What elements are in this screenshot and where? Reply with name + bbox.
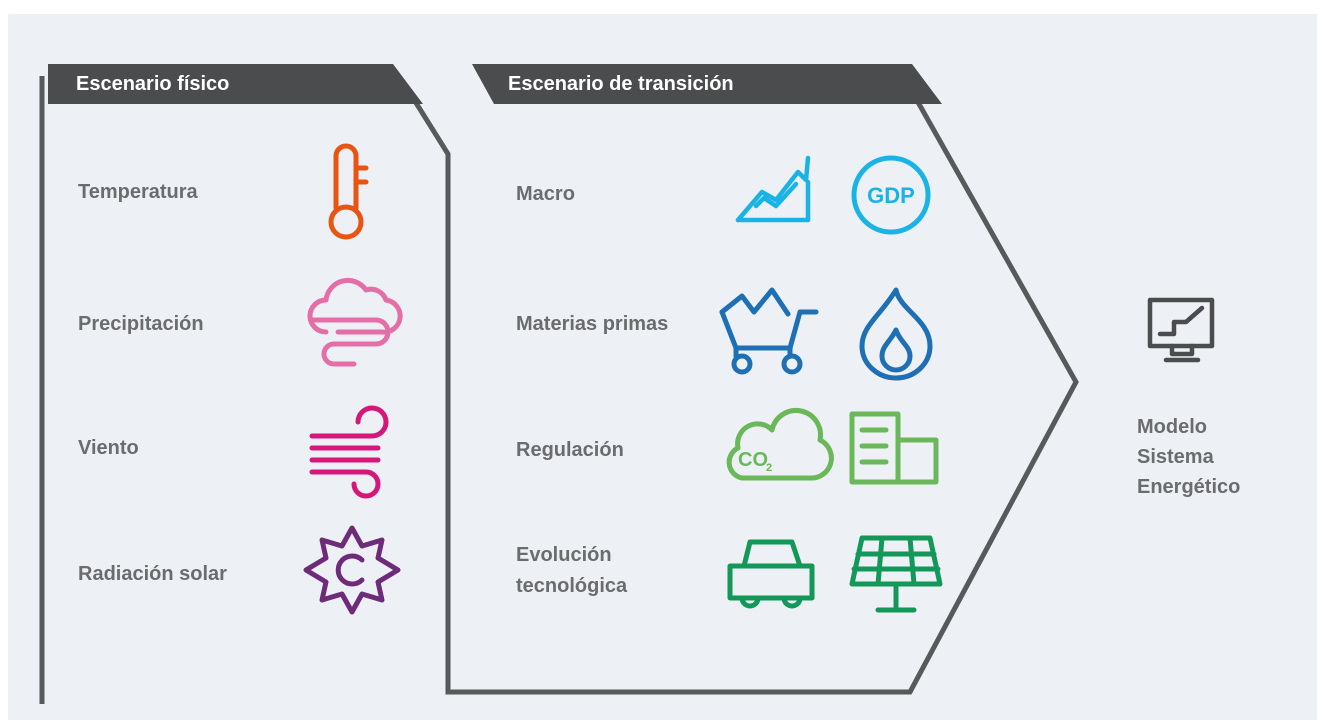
electric-car-icon	[722, 536, 820, 616]
label-temperatura: Temperatura	[78, 181, 198, 203]
growth-chart-icon	[732, 154, 812, 224]
label-radiacion-solar: Radiación solar	[78, 563, 227, 585]
gdp-icon-text: GDP	[867, 183, 915, 208]
diagram-canvas: Escenario físico Escenario de transición…	[8, 14, 1317, 720]
label-macro: Macro	[516, 183, 575, 205]
model-label-line-3: Energético	[1137, 476, 1241, 498]
transition-scenario-header: Escenario de transición	[472, 64, 942, 104]
model-label: Modelo Sistema Energético	[1137, 412, 1297, 502]
computer-model-icon	[1146, 296, 1218, 364]
model-label-line-2: Sistema	[1137, 446, 1214, 468]
label-evolucion-tecnologica: Evolución tecnológica	[516, 540, 627, 602]
sun-icon	[300, 524, 404, 616]
co2-icon-text: CO	[738, 449, 768, 471]
thermometer-icon	[318, 143, 378, 240]
building-icon	[848, 410, 940, 486]
gas-flame-icon	[856, 286, 936, 381]
gdp-icon: GDP	[850, 154, 932, 236]
co2-cloud-icon: CO 2	[718, 408, 834, 482]
model-label-line-1: Modelo	[1137, 416, 1207, 438]
label-precipitacion: Precipitación	[78, 313, 204, 335]
physical-scenario-header: Escenario físico	[48, 64, 423, 104]
mining-cart-icon	[718, 284, 822, 380]
transition-chevron-border	[445, 86, 1079, 695]
label-evolucion-line-1: Evolución	[516, 544, 612, 566]
rain-cloud-icon	[304, 268, 403, 370]
wind-icon	[308, 402, 400, 499]
label-regulacion: Regulación	[516, 439, 624, 461]
label-materias-primas: Materias primas	[516, 313, 669, 335]
co2-icon-subscript: 2	[766, 462, 772, 474]
solar-panel-icon	[848, 534, 944, 614]
label-evolucion-line-2: tecnológica	[516, 575, 628, 597]
scenario-frames	[39, 76, 1079, 704]
label-viento: Viento	[78, 437, 139, 459]
physical-panel-right-border	[405, 88, 451, 614]
